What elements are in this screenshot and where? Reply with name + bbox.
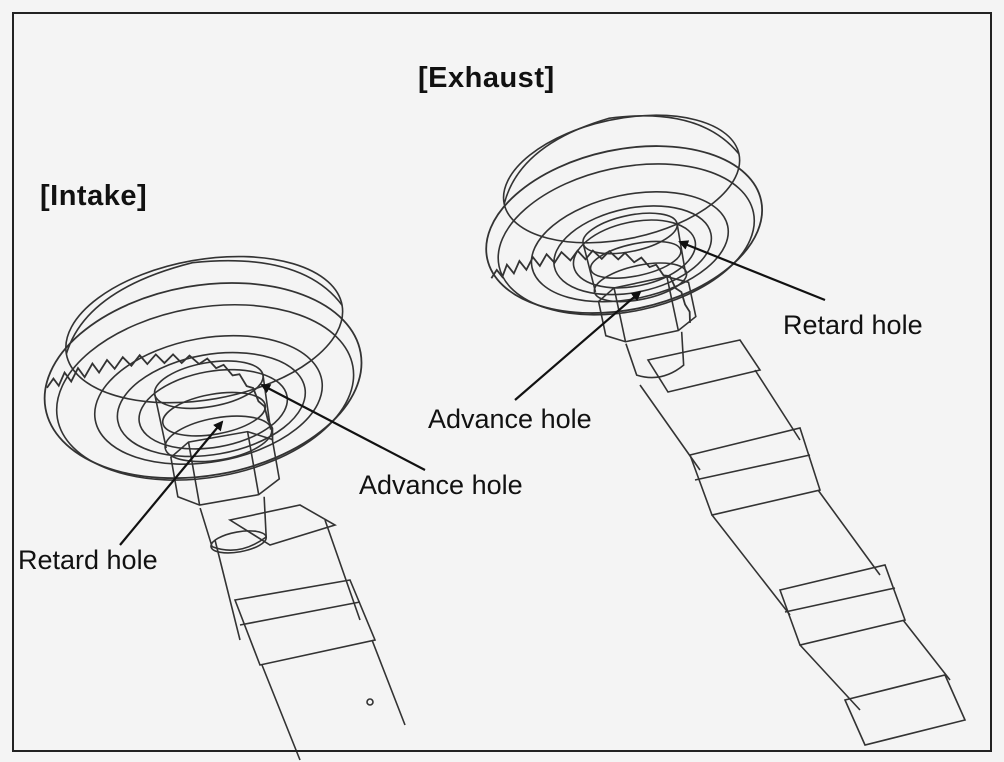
intake-advance-label: Advance hole bbox=[359, 470, 523, 500]
exhaust-advance-arrow bbox=[514, 290, 642, 401]
intake-advance-arrow bbox=[260, 384, 426, 471]
diagram-frame bbox=[12, 12, 992, 752]
exhaust-heading: [Exhaust] bbox=[418, 62, 555, 94]
intake-retard-label: Retard hole bbox=[18, 545, 158, 575]
exhaust-advance-label: Advance hole bbox=[428, 404, 592, 434]
exhaust-camshaft bbox=[639, 339, 967, 746]
intake-heading: [Intake] bbox=[40, 180, 148, 212]
exhaust-retard-arrow bbox=[678, 240, 826, 302]
intake-sprocket-teeth bbox=[46, 353, 274, 441]
exhaust-assembly bbox=[485, 114, 764, 379]
intake-retard-arrow bbox=[119, 420, 224, 546]
exhaust-retard-label: Retard hole bbox=[783, 310, 923, 340]
intake-camshaft bbox=[214, 504, 406, 761]
exhaust-sprocket-teeth bbox=[490, 249, 691, 323]
leader-arrows bbox=[119, 240, 826, 546]
